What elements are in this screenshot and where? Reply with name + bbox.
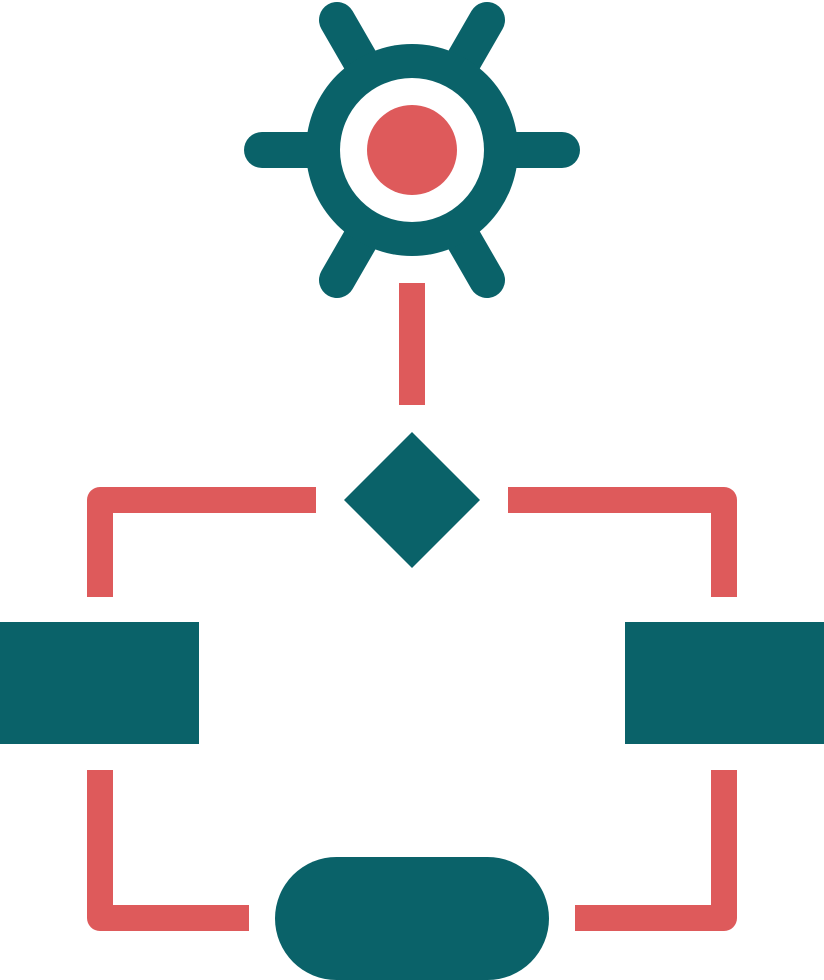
process-box-right	[625, 622, 824, 744]
process-box-left	[0, 622, 199, 744]
terminator-pill	[275, 857, 549, 980]
connector-decision-to-left	[87, 487, 316, 597]
gear-hub	[367, 105, 457, 195]
connector-decision-to-right	[508, 487, 737, 597]
connector-left-to-terminator	[87, 770, 249, 931]
decision-diamond	[344, 432, 480, 568]
connector-right-to-terminator	[575, 770, 737, 931]
connector-lines	[87, 283, 737, 931]
